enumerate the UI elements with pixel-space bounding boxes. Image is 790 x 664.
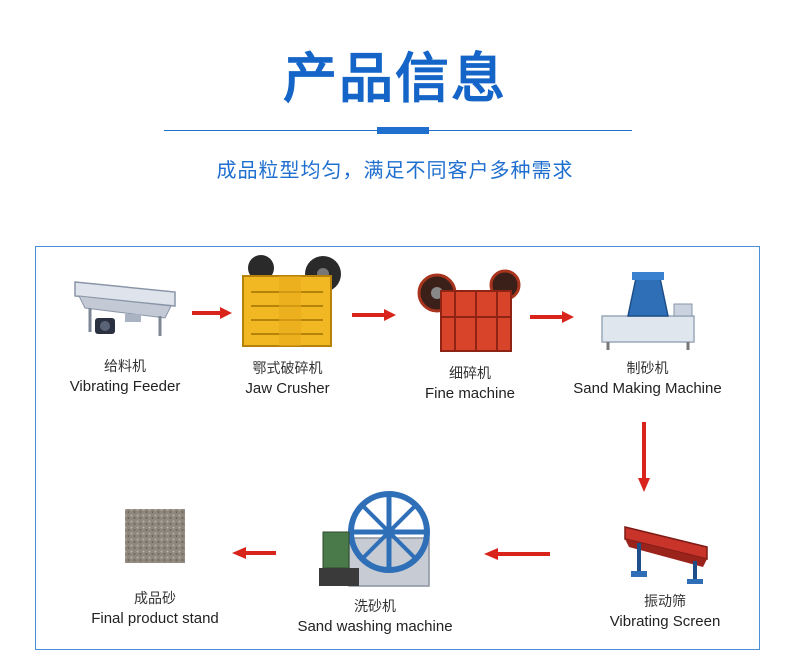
node-label-en: Sand washing machine [297, 618, 453, 635]
page-title: 产品信息 [283, 47, 507, 110]
node-label-en: Jaw Crusher [245, 380, 330, 397]
node-label-cn: 洗砂机 [354, 599, 396, 615]
vibrating-screen-icon [624, 526, 708, 584]
arrow-left-icon [232, 547, 276, 559]
node-vibrating-screen: 振动筛 Vibrating Screen [590, 515, 740, 630]
process-flow-diagram [35, 246, 760, 650]
sand-pile-icon [125, 509, 185, 563]
node-sand-making-machine: 制砂机 Sand Making Machine [555, 268, 740, 397]
node-jaw-crusher: 鄂式破碎机 Jaw Crusher [215, 252, 360, 397]
node-sand-washing-machine: 洗砂机 Sand washing machine [280, 488, 470, 635]
node-label-en: Sand Making Machine [573, 380, 722, 397]
node-label-cn: 鄂式破碎机 [252, 361, 323, 377]
node-final-product: 成品砂 Final product stand [70, 508, 240, 627]
fine-crusher-icon [417, 269, 521, 352]
node-vibrating-feeder: 给料机 Vibrating Feeder [55, 270, 195, 395]
node-label-en: Fine machine [424, 385, 516, 402]
node-label-en: Final product stand [91, 610, 219, 627]
arrow-right-icon [530, 311, 574, 323]
node-label-cn: 细碎机 [449, 366, 491, 382]
page-subtitle: 成品粒型均匀，满足不同客户多种需求 [216, 158, 574, 182]
sand-washing-machine-icon [319, 491, 430, 587]
node-label-cn: 给料机 [104, 359, 146, 375]
arrow-left-icon [484, 548, 550, 560]
vibrating-feeder-icon [74, 281, 176, 336]
arrow-right-icon [192, 307, 232, 319]
title-divider-accent [377, 127, 429, 134]
arrow-right-icon [352, 309, 396, 321]
node-label-cn: 振动筛 [644, 594, 686, 610]
arrow-down-icon [638, 422, 650, 492]
node-label-en: Vibrating Screen [609, 613, 721, 630]
node-fine-machine: 细碎机 Fine machine [405, 265, 535, 402]
jaw-crusher-icon [241, 255, 341, 347]
node-label-en: Vibrating Feeder [69, 378, 181, 395]
node-label-cn: 成品砂 [134, 591, 176, 607]
sand-making-machine-icon [600, 272, 695, 350]
node-label-cn: 制砂机 [626, 361, 669, 377]
